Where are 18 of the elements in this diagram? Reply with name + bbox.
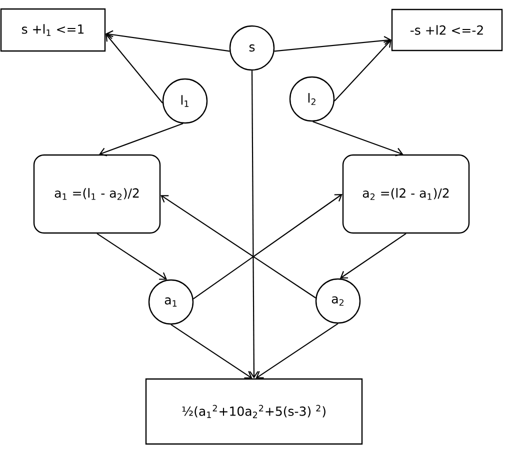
arrow: [106, 30, 230, 52]
arrow: [160, 195, 316, 298]
arrow: [334, 40, 392, 102]
arrow: [312, 121, 404, 156]
constraint-box: -s +l2 <=-2: [391, 8, 503, 52]
objective-box: ½(a$_{1}$$^{2}$+10a$_{2}$$^{2}$+5(s-3) $^{2}$): [145, 378, 363, 445]
arrow: [250, 70, 258, 378]
equation-box: a$_{1}$ =(l$_{1}$ - a$_{2}$)/2: [33, 154, 161, 234]
arrow: [170, 324, 252, 378]
constraint-box: s +l$_{1}$ <=1: [0, 8, 106, 52]
arrow: [99, 123, 184, 156]
arrow: [193, 194, 342, 300]
arrow: [106, 34, 163, 104]
equation-box: a$_{2}$ =(l2 - a$_{1}$)/2: [342, 154, 470, 234]
arrow: [96, 233, 168, 280]
arrow: [340, 233, 406, 278]
arrow: [256, 323, 338, 378]
arrow: [274, 36, 392, 52]
